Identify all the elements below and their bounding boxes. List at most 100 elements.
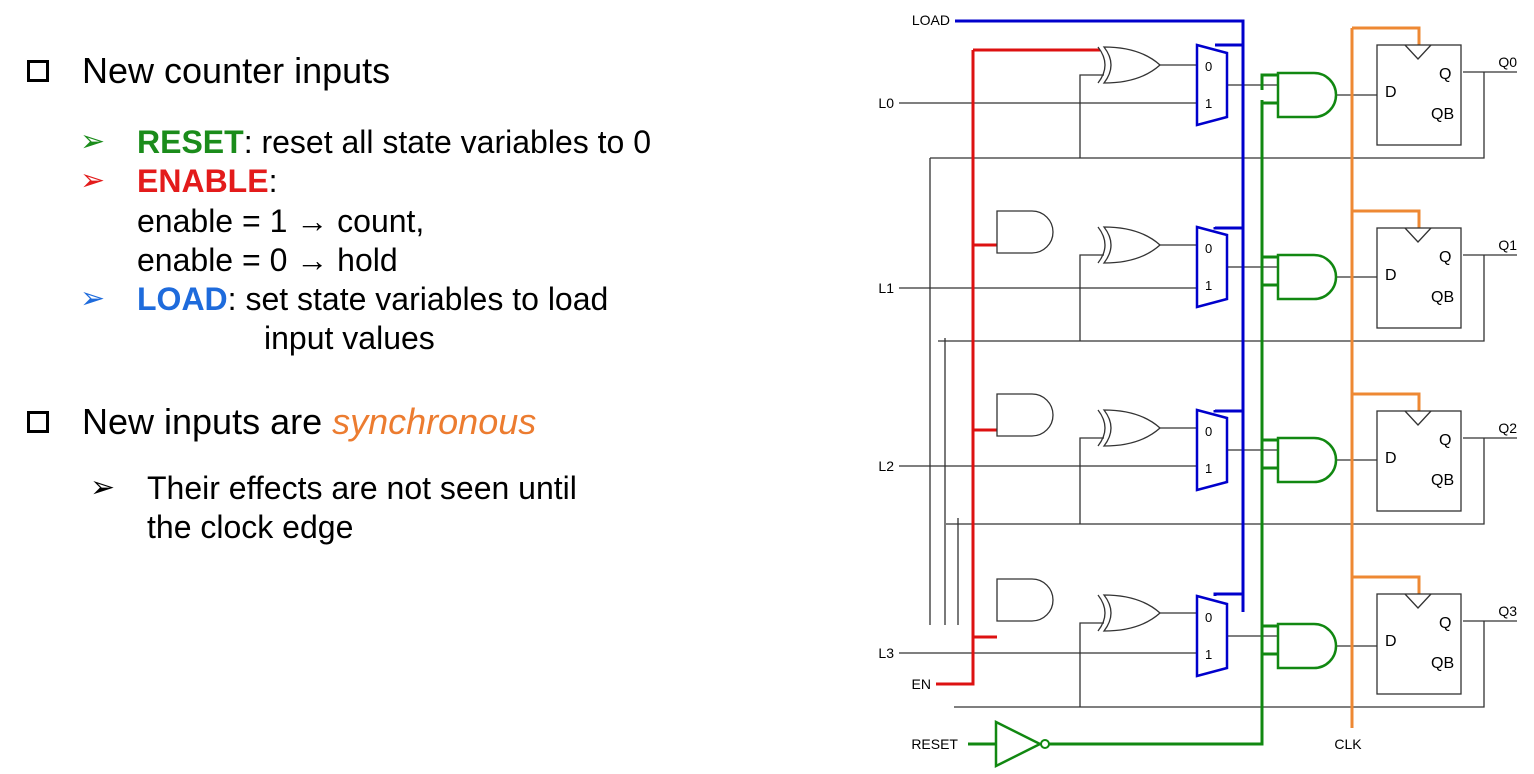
- feedback-wire: [930, 72, 1485, 159]
- xor-input-wire: [1079, 622, 1104, 707]
- output-label: Q3: [1498, 603, 1517, 619]
- enable-colon: :: [268, 163, 278, 199]
- clock-branch: [1352, 209, 1421, 228]
- mux-label-0: 0: [1205, 59, 1212, 74]
- reset-signal-label: RESET: [911, 736, 958, 752]
- enable-bus: [936, 50, 975, 686]
- ff-d-label: D: [1385, 267, 1397, 284]
- ff-q-label: Q: [1439, 66, 1451, 83]
- flip-flop-body: [1376, 410, 1462, 512]
- load-description: : set state variables to load: [227, 281, 609, 317]
- and-gate-body: [1276, 436, 1338, 484]
- xor-gate: [1097, 226, 1161, 264]
- xor-gate-body: [1102, 226, 1161, 264]
- output-label: Q1: [1498, 237, 1517, 253]
- reset-branch: [1260, 624, 1278, 641]
- clock-edge-icon: [1404, 410, 1432, 426]
- d-flip-flop: D Q QB: [1376, 44, 1462, 146]
- bullet2-prefix: New inputs are: [82, 401, 333, 442]
- reset-and-gate: [1276, 436, 1338, 484]
- d-flip-flop: D Q QB: [1376, 593, 1462, 695]
- ff-d-label: D: [1385, 84, 1397, 101]
- reset-branch: [1260, 73, 1278, 90]
- mux-label-0: 0: [1205, 424, 1212, 439]
- enable-and-gate: [996, 393, 1054, 437]
- mux-label-1: 1: [1205, 96, 1212, 111]
- effects-line-2: the clock edge: [147, 509, 354, 545]
- load-branch: [1213, 409, 1243, 413]
- xor-input-wire: [1079, 437, 1104, 524]
- enable-keyword: ENABLE: [137, 163, 269, 199]
- and-gate-body: [996, 578, 1054, 622]
- ff-qb-label: QB: [1431, 106, 1454, 123]
- ff-qb-label: QB: [1431, 655, 1454, 672]
- xor-gate-body: [1102, 409, 1161, 447]
- mux-label-1: 1: [1205, 461, 1212, 476]
- xor-gate-arc: [1097, 226, 1106, 264]
- reset-keyword: RESET: [137, 124, 244, 160]
- reset-and-gate: [1276, 71, 1338, 119]
- xor-gate: [1097, 594, 1161, 632]
- mux-body: [1195, 594, 1229, 678]
- arrow-bullet-icon: ➢: [90, 471, 116, 504]
- load-description-line-2: input values: [264, 320, 435, 356]
- xor-input-wire: [1079, 74, 1104, 158]
- multiplexer: 01: [1195, 225, 1229, 309]
- ff-qb-label: QB: [1431, 472, 1454, 489]
- mux-label-0: 0: [1205, 610, 1212, 625]
- load-branch: [1213, 592, 1243, 596]
- xor-gate: [1097, 409, 1161, 447]
- xor-gate: [1097, 46, 1161, 84]
- clock-edge-icon: [1404, 44, 1432, 60]
- clock-branch: [1352, 26, 1421, 45]
- feedback-wire: [946, 438, 1485, 525]
- load-signal-label: LOAD: [912, 12, 950, 28]
- and-gate-body: [996, 210, 1054, 254]
- control-wires: [936, 19, 1421, 746]
- clock-branch: [1352, 575, 1421, 594]
- xor-gate-arc: [1097, 46, 1106, 84]
- enable-line-2: enable = 0 → hold: [137, 242, 398, 278]
- and-gate-body: [1276, 253, 1338, 301]
- clock-edge-icon: [1404, 227, 1432, 243]
- bullet-text: New counter inputs: [82, 50, 391, 91]
- xor-input-wire: [1079, 254, 1104, 341]
- multiplexer: 01: [1195, 43, 1229, 127]
- load-input-label: L3: [878, 645, 894, 661]
- mux-label-1: 1: [1205, 278, 1212, 293]
- clock-branch: [1352, 392, 1421, 411]
- mux-body: [1195, 43, 1229, 127]
- ff-q-label: Q: [1439, 615, 1451, 632]
- enable-signal-label: EN: [912, 676, 931, 692]
- load-wire: [955, 19, 1245, 40]
- enable-and-gate: [996, 578, 1054, 622]
- data-wires: [899, 64, 1517, 708]
- clock-edge-icon: [1404, 593, 1432, 609]
- xor-gate-arc: [1097, 409, 1106, 447]
- reset-bus: [1049, 100, 1264, 746]
- reset-description: : reset all state variables to 0: [243, 124, 651, 160]
- ff-d-label: D: [1385, 633, 1397, 650]
- load-input-label: L2: [878, 458, 894, 474]
- multiplexer: 01: [1195, 408, 1229, 492]
- inverter-bubble: [1040, 739, 1050, 749]
- flip-flop-body: [1376, 593, 1462, 695]
- reset-inverter: [994, 719, 1050, 769]
- flip-flop-body: [1376, 44, 1462, 146]
- reset-and-gate: [1276, 253, 1338, 301]
- reset-branch: [1260, 255, 1278, 272]
- load-input-label: L1: [878, 280, 894, 296]
- arrow-bullet-icon: ➢: [80, 164, 106, 197]
- mux-label-0: 0: [1205, 241, 1212, 256]
- mux-body: [1195, 225, 1229, 309]
- ff-d-label: D: [1385, 450, 1397, 467]
- multiplexer: 01: [1195, 594, 1229, 678]
- enable-line-1: enable = 1 → count,: [137, 203, 425, 239]
- inverter-body: [994, 719, 1043, 769]
- load-input-label: L0: [878, 95, 894, 111]
- xor-gate-arc: [1097, 594, 1106, 632]
